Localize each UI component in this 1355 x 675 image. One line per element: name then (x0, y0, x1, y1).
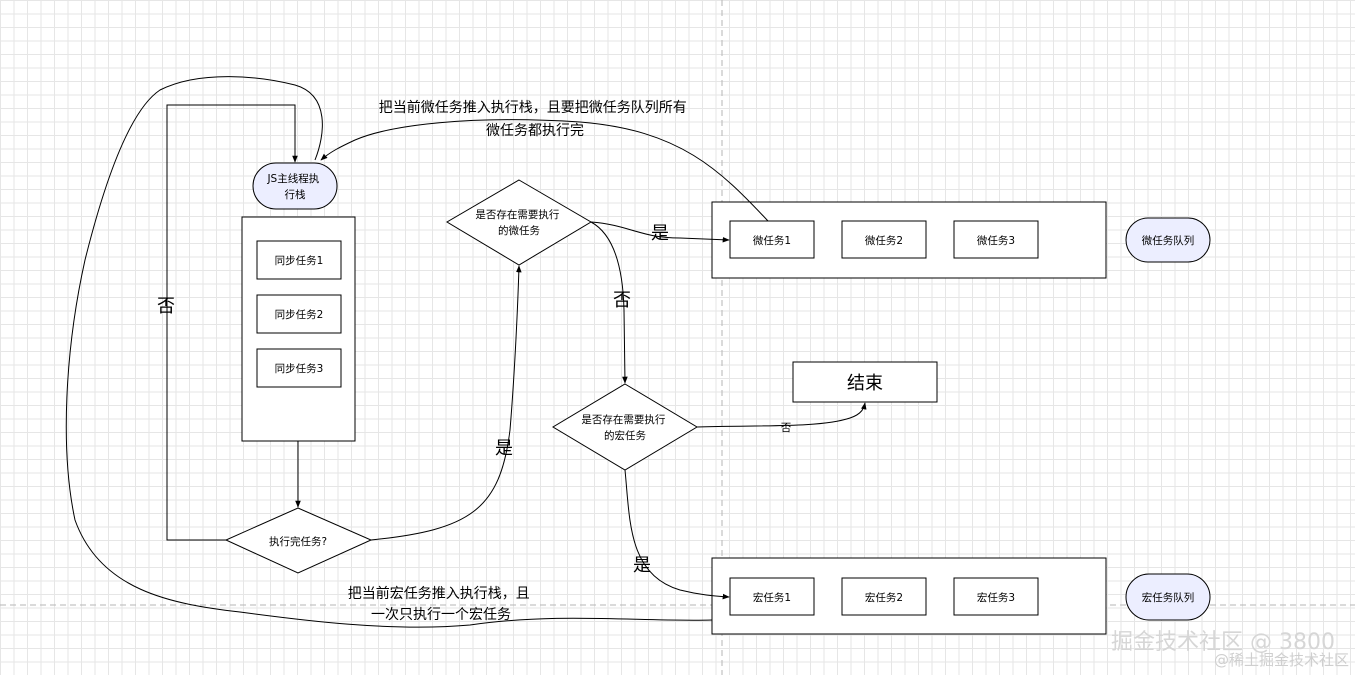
micro-task-2[interactable]: 微任务2 (841, 220, 927, 259)
micro-check-label-line1: 是否存在需要执行 (475, 208, 559, 221)
edge-finished-yes (370, 265, 522, 541)
svg-text:把当前微任务推入执行栈，且要把微任务队列所有 微任务: 把当前微任务推入执行栈，且要把微任务队列所有 微任务都执行完 (379, 99, 691, 139)
finished-no-label: 否 (157, 296, 175, 317)
edge-finished-no-loop (166, 104, 298, 541)
micro-task-1-label: 微任务1 (753, 234, 791, 247)
watermark-main-text: 掘金技术社区 @ 3800 (1111, 630, 1335, 655)
finished-yes-label: 是 (495, 438, 513, 459)
end-label: 结束 (847, 373, 883, 394)
sync-task-3[interactable]: 同步任务3 (256, 348, 342, 388)
finished-check-label: 执行完任务? (269, 535, 327, 548)
macro-task-2[interactable]: 宏任务2 (841, 577, 927, 616)
edge-micro-push (320, 119, 769, 222)
micro-task-3[interactable]: 微任务3 (953, 220, 1039, 259)
macro-task-1[interactable]: 宏任务1 (729, 577, 815, 616)
macro-check-diamond[interactable]: 是否存在需要执行 的宏任务 (552, 383, 698, 471)
push-micro-label-line1: 把当前微任务推入执行栈，且要把微任务队列所有 (379, 99, 687, 116)
macro-queue-label: 宏任务队列 (1142, 591, 1195, 604)
watermark-sub-text: @稀土掘金技术社区 (1213, 651, 1349, 669)
micro-queue-node[interactable]: 微任务队列 (1125, 217, 1211, 263)
push-micro-label-line2: 微任务都执行完 (486, 123, 584, 139)
sync-task-2-label: 同步任务2 (275, 308, 324, 321)
macro-task-3-label: 宏任务3 (977, 591, 1015, 604)
macro-queue-node[interactable]: 宏任务队列 (1125, 573, 1211, 621)
sync-task-1-label: 同步任务1 (275, 254, 324, 267)
push-macro-label-line2: 一次只执行一个宏任务 (371, 607, 511, 623)
micro-task-3-label: 微任务3 (977, 234, 1015, 247)
micro-queue-label: 微任务队列 (1142, 234, 1195, 247)
js-main-stack-label-line2: 行栈 (285, 188, 306, 201)
svg-text:是否存在需要执行 的宏任务: 是否存在需要执行 的宏任务 (581, 413, 668, 442)
macro-yes-label: 是 (633, 555, 651, 576)
micro-check-label-line2: 的微任务 (498, 224, 540, 237)
finished-check-diamond[interactable]: 执行完任务? (224, 507, 373, 574)
js-main-stack-label-line1: JS主线程执 (266, 172, 319, 185)
macro-task-2-label: 宏任务2 (865, 591, 903, 604)
edge-micro-yes (590, 221, 730, 243)
watermark: 掘金技术社区 @ 3800 @稀土掘金技术社区 (1093, 624, 1355, 675)
edge-macro-yes (624, 469, 730, 600)
svg-text:把当前宏任务推入执行栈，且 一次只执行一个宏任务: 把当前宏任务推入执行栈，且 一次只执行一个宏任务 (348, 585, 534, 623)
edge-micro-no (590, 221, 628, 384)
macro-task-1-label: 宏任务1 (753, 591, 791, 604)
sync-task-2[interactable]: 同步任务2 (256, 294, 342, 334)
micro-task-1[interactable]: 微任务1 (729, 220, 815, 259)
micro-task-2-label: 微任务2 (865, 234, 903, 247)
end-node[interactable]: 结束 (792, 361, 938, 403)
micro-no-label: 否 (613, 290, 631, 311)
macro-check-label-line1: 是否存在需要执行 (581, 413, 665, 426)
macro-no-label: 否 (781, 422, 792, 434)
macro-task-3[interactable]: 宏任务3 (953, 577, 1039, 616)
js-main-stack-node[interactable]: JS主线程执 行栈 (252, 162, 338, 210)
sync-task-1[interactable]: 同步任务1 (256, 240, 342, 280)
macro-check-label-line2: 的宏任务 (604, 429, 646, 442)
svg-text:是否存在需要执行 的微任务: 是否存在需要执行 的微任务 (475, 208, 562, 237)
edge-macro-no (696, 402, 867, 428)
edge-macro-push (65, 76, 713, 628)
micro-yes-label: 是 (651, 223, 669, 244)
sync-task-3-label: 同步任务3 (275, 362, 324, 375)
push-macro-label-line1: 把当前宏任务推入执行栈，且 (348, 585, 530, 602)
micro-check-diamond[interactable]: 是否存在需要执行 的微任务 (446, 179, 592, 266)
svg-text:JS主线程执 行栈: JS主线程执 行栈 (266, 172, 322, 201)
